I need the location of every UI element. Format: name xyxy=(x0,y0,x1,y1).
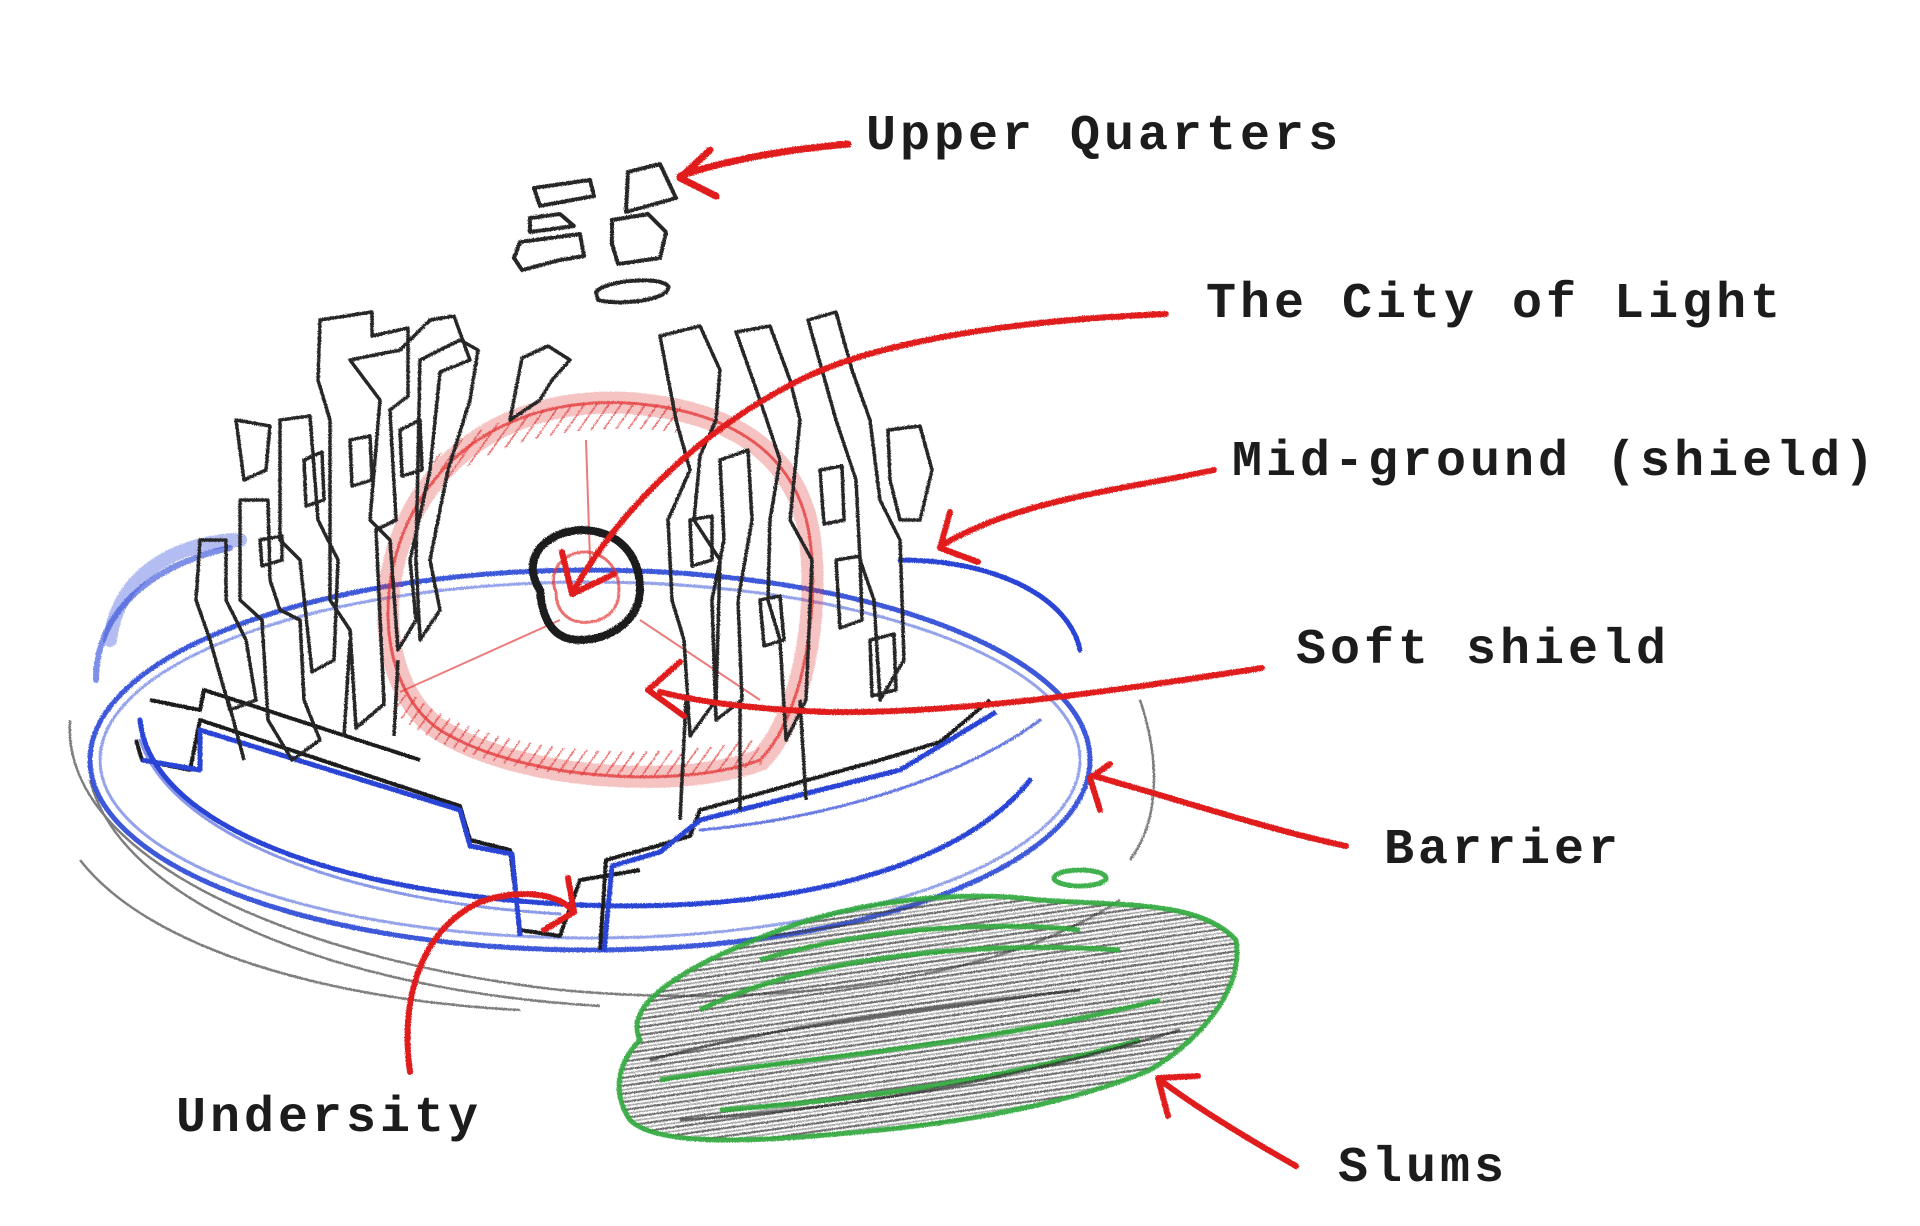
arrow-undersity xyxy=(404,875,577,1075)
city-of-light-sphere xyxy=(528,525,645,645)
label-arrows xyxy=(404,140,1349,1169)
arrow-city-of-light xyxy=(559,311,1169,597)
label-soft-shield: Soft shield xyxy=(1296,622,1671,679)
barrier-ring xyxy=(87,533,1093,953)
arrow-upper-quarters xyxy=(676,140,852,200)
label-upper-quarters: Upper Quarters xyxy=(866,108,1343,165)
label-slums: Slums xyxy=(1338,1140,1509,1197)
arrow-slums xyxy=(1155,1073,1299,1169)
label-city-of-light: The City of Light xyxy=(1206,276,1785,333)
label-barrier: Barrier xyxy=(1384,822,1623,879)
label-undersity: Undersity xyxy=(176,1090,483,1147)
mid-ground-towers-right xyxy=(658,310,934,821)
arrow-barrier xyxy=(1087,761,1349,849)
soft-shield-ring xyxy=(377,391,824,788)
barrier-wall-blue-edge xyxy=(141,709,998,953)
label-mid-ground: Mid-ground (shield) xyxy=(1232,434,1879,491)
arrow-mid-ground xyxy=(937,467,1217,565)
upper-quarters-fragments xyxy=(512,162,678,305)
arrow-soft-shield xyxy=(645,659,1265,719)
mid-ground-towers-left xyxy=(194,310,572,762)
slums-scribble xyxy=(616,867,1240,1143)
